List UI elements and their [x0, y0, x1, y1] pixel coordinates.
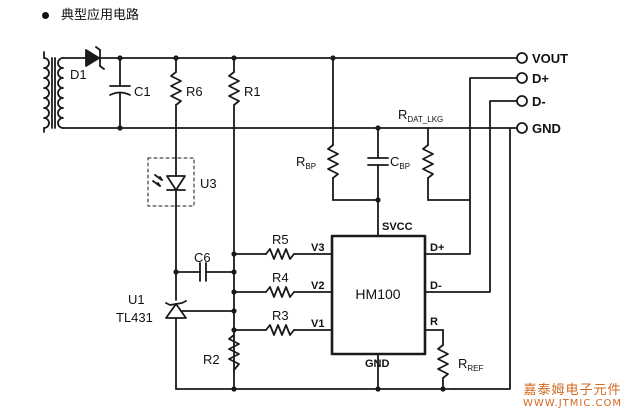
terminal-label-gnd: GND: [532, 121, 561, 136]
resistor-r2: [228, 334, 240, 390]
label-d1: D1: [70, 67, 87, 82]
resistor-r1: [228, 57, 240, 371]
watermark: 嘉泰姆电子元件 WWW.JTMIC.COM: [523, 379, 622, 409]
pin-label-svcc: SVCC: [382, 221, 413, 233]
label-c6: C6: [194, 250, 211, 265]
capacitor-cbp: [367, 127, 389, 237]
pin-label-v2: V2: [311, 280, 324, 292]
watermark-url: WWW.JTMIC.COM: [523, 398, 622, 409]
section-heading: 典型应用电路: [42, 4, 139, 23]
label-r1: R1: [244, 84, 261, 99]
label-u3: U3: [200, 176, 217, 191]
label-r6: R6: [186, 84, 203, 99]
label-rdat-lkg: RDAT_LKG: [398, 107, 443, 124]
pin-label-v1: V1: [311, 318, 324, 330]
shunt-regulator-u1: [165, 300, 235, 390]
label-r5: R5: [272, 232, 289, 247]
resistor-r4: [233, 286, 333, 298]
capacitor-c1: [109, 57, 131, 129]
terminal-gnd: [516, 122, 528, 134]
pin-label-dplus: D+: [430, 242, 444, 254]
terminal-dminus: [516, 95, 528, 107]
ic-name: HM100: [355, 286, 400, 302]
label-rref: RREF: [458, 356, 484, 373]
label-c1: C1: [134, 84, 151, 99]
resistor-rdat-lkg: [422, 127, 471, 201]
junction-dots: [117, 55, 446, 392]
transformer-icon: [43, 51, 64, 133]
label-cbp: CBP: [390, 154, 410, 171]
terminal-vout: [516, 52, 528, 64]
terminal-label-dplus: D+: [532, 71, 549, 86]
label-u1: U1: [128, 292, 145, 307]
label-r4: R4: [272, 270, 289, 285]
resistor-r5: [233, 248, 333, 260]
resistor-r3: [233, 324, 333, 336]
resistor-rbp: [327, 57, 379, 201]
resistor-rref: [437, 344, 449, 390]
diode-d1: [85, 46, 105, 70]
terminal-dplus: [516, 72, 528, 84]
pin-label-v3: V3: [311, 242, 324, 254]
label-tl431: TL431: [116, 310, 153, 325]
pin-label-gnd: GND: [365, 358, 390, 370]
heading-text: 典型应用电路: [61, 8, 140, 23]
watermark-cn: 嘉泰姆电子元件: [523, 383, 622, 398]
optocoupler-u3: [147, 157, 195, 301]
resistor-r6: [170, 57, 182, 166]
capacitor-c6: [175, 262, 235, 282]
bullet-icon: [42, 12, 49, 19]
pin-label-r: R: [430, 316, 438, 328]
terminal-label-vout: VOUT: [532, 51, 568, 66]
terminal-label-dminus: D-: [532, 94, 546, 109]
pin-label-dminus: D-: [430, 280, 442, 292]
label-r3: R3: [272, 308, 289, 323]
label-r2: R2: [203, 352, 220, 367]
label-rbp: RBP: [296, 154, 316, 171]
